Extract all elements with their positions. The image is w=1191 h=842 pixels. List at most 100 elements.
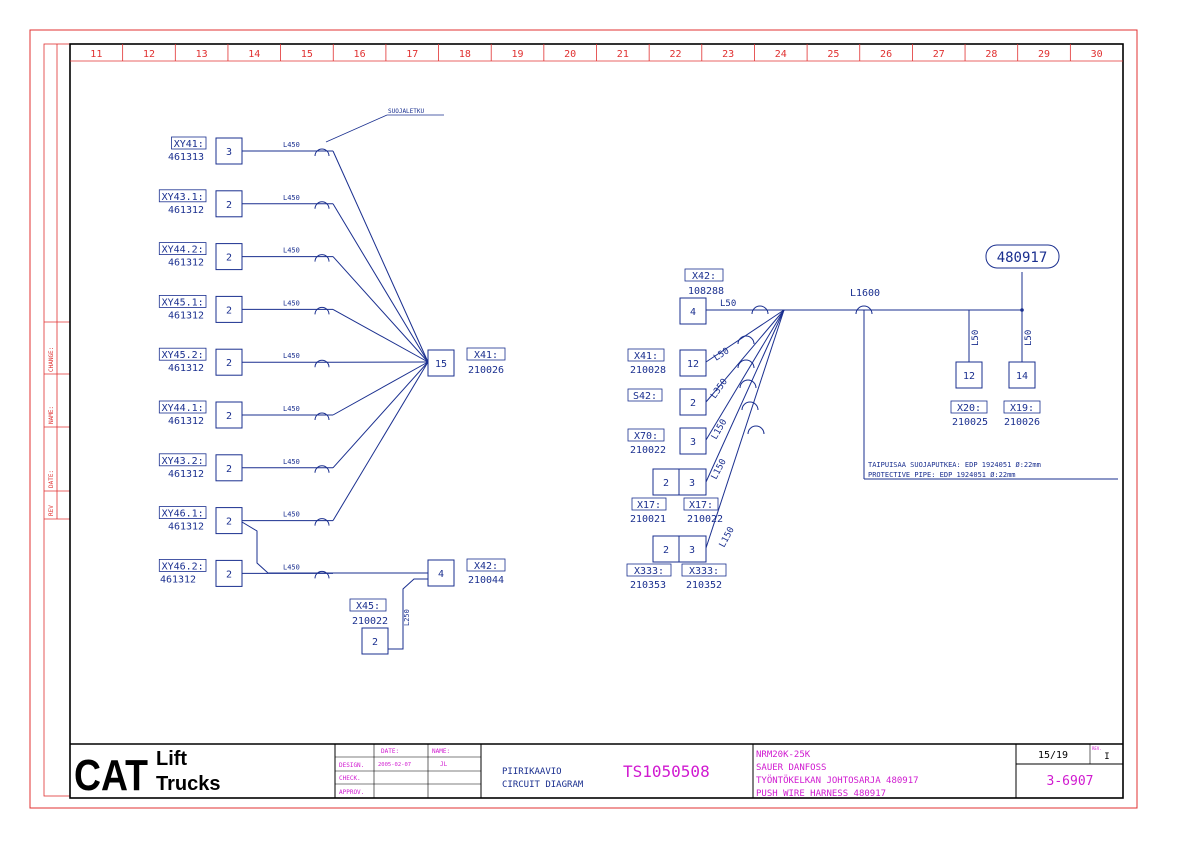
- valve-wire-label: L450: [283, 247, 300, 255]
- valve-wire-fan: [332, 361, 429, 521]
- wire-crossover-arc: [314, 359, 330, 368]
- x20-connector: L50 12 X20: 210025: [950, 330, 988, 428]
- x42-connector-left: [268, 558, 506, 650]
- grid-column-number: 30: [1091, 49, 1103, 60]
- valve-pin: 2: [226, 358, 232, 369]
- grid-column-number: 27: [933, 49, 945, 60]
- x41-connector-right: X41: 210028 12 L50: [627, 346, 731, 377]
- valve-pin-box: [215, 559, 243, 587]
- x41-left-label: X41:: [474, 350, 498, 361]
- x20-part: 210025: [952, 417, 988, 428]
- valve-pin: 2: [226, 517, 232, 528]
- margin-label-name: NAME:: [48, 406, 55, 424]
- valve-part-number: 461312: [168, 310, 204, 321]
- s42-wire: L350: [709, 377, 730, 401]
- valve-label: XY46.1:: [162, 509, 204, 520]
- design-name: JL: [440, 761, 448, 768]
- grid-column-number: 29: [1038, 49, 1050, 60]
- valve-label-frame: [158, 189, 207, 203]
- valve-label: XY44.2:: [162, 245, 204, 256]
- grid-column-number: 11: [90, 49, 102, 60]
- cat-logo: CAT: [74, 751, 148, 800]
- valve-part-number: 461312: [168, 469, 204, 480]
- right-wiring: [705, 272, 1118, 549]
- x333a-part: 210353: [630, 580, 666, 591]
- valve-pin: 2: [226, 411, 232, 422]
- valve-label-frame: [158, 506, 207, 520]
- x17b-wire: L150: [710, 458, 729, 482]
- logo-trucks: Trucks: [156, 773, 220, 795]
- x41-left-pin: 15: [435, 359, 447, 370]
- grid-column-number: 13: [196, 49, 208, 60]
- valve-label: XY41:: [174, 139, 204, 150]
- valve-part-number: 461313: [168, 152, 204, 163]
- wire-crossover-arc: [314, 254, 330, 262]
- valve-wire-label: L450: [283, 563, 300, 571]
- valve-wire-fan: [332, 361, 429, 469]
- valve-pin: 2: [226, 253, 232, 264]
- x333b-wire: L150: [718, 526, 737, 550]
- valve-part-number: 461312: [168, 416, 204, 427]
- x41-right-part: 210028: [630, 365, 666, 376]
- valve-label-frame: [171, 136, 207, 150]
- grid-column-number: 22: [669, 49, 681, 60]
- revision: I: [1104, 752, 1109, 762]
- grid-column-number: 26: [880, 49, 892, 60]
- x42-left-pin: 4: [438, 569, 444, 580]
- x19-part: 210026: [1004, 417, 1040, 428]
- grid-column-number: 16: [354, 49, 366, 60]
- valve-wire-fan: [332, 203, 429, 363]
- name-header: NAME:: [432, 748, 450, 755]
- valve-label: XY43.1:: [162, 192, 204, 203]
- trunk-wire-label: L1600: [850, 288, 880, 299]
- valve-label: XY45.1:: [162, 297, 204, 308]
- valve-label: XY46.2:: [162, 561, 204, 572]
- x333b-part: 210352: [686, 580, 722, 591]
- valve-part-number: 461312: [160, 574, 196, 585]
- desc-line-3: PUSH WIRE HARNESS 480917: [756, 789, 886, 799]
- valve-part-number: 461312: [168, 258, 204, 269]
- valve-wire-fan: [332, 361, 429, 416]
- harness-label: 480917: [997, 250, 1048, 266]
- x70-label: X70:: [634, 431, 658, 442]
- x17a-label: X17:: [637, 500, 661, 511]
- valve-label: XY44.1:: [162, 403, 204, 414]
- grid-column-number: 18: [459, 49, 471, 60]
- grid-column-number: 25: [827, 49, 839, 60]
- valve-label-frame: [158, 242, 207, 256]
- x17a-part: 210021: [630, 514, 666, 525]
- x333-connector-pair: 2 3 X333: X333: 210353 210352 L150: [626, 526, 737, 591]
- valve-label: XY45.2:: [162, 350, 204, 361]
- s42-connector: S42: 2 L350: [627, 377, 730, 416]
- x20-label: X20:: [957, 403, 981, 414]
- wire-crossover-arc: [314, 148, 330, 157]
- x41-right-label: X41:: [634, 351, 658, 362]
- doc-type-en: CIRCUIT DIAGRAM: [502, 780, 584, 790]
- x45-pin: 2: [372, 637, 378, 648]
- x41-right-pin: 12: [687, 359, 699, 370]
- model-text: NRM20K-25K: [756, 750, 811, 760]
- wire-crossover-arc: [314, 465, 330, 473]
- x42-right-part: 108288: [688, 286, 724, 297]
- x17b-pin: 3: [689, 478, 695, 489]
- valve-pin-box: [215, 137, 243, 165]
- valve-label-frame: [158, 294, 207, 308]
- margin-label-rev: REV: [48, 505, 55, 516]
- x70-connector: X70: 210022 3 L150: [627, 418, 729, 456]
- wire-crossover-arc: [314, 518, 330, 526]
- valve-wire-fan: [332, 256, 429, 363]
- x42-right-wire: L50: [720, 299, 736, 309]
- grid-column-number: 12: [143, 49, 155, 60]
- x45-label: X45:: [356, 601, 380, 612]
- title-block: [70, 743, 1123, 798]
- valve-pin-box: [215, 401, 243, 429]
- logo-lift: Lift: [156, 748, 187, 770]
- approv-label: APPROV.: [339, 789, 364, 796]
- x45-wire-label: L250: [403, 609, 411, 626]
- wire-crossover-arc: [314, 306, 330, 315]
